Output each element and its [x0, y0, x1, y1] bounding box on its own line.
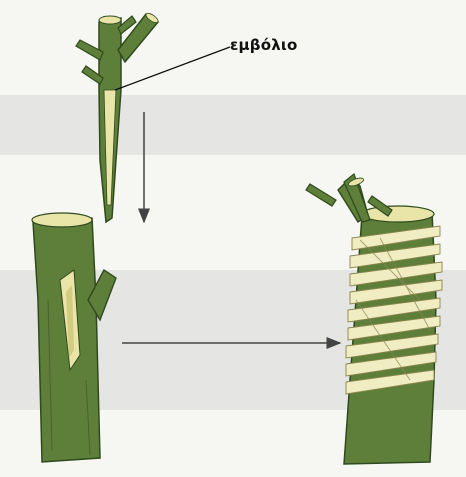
scion-label: εμβόλιο [230, 36, 297, 54]
